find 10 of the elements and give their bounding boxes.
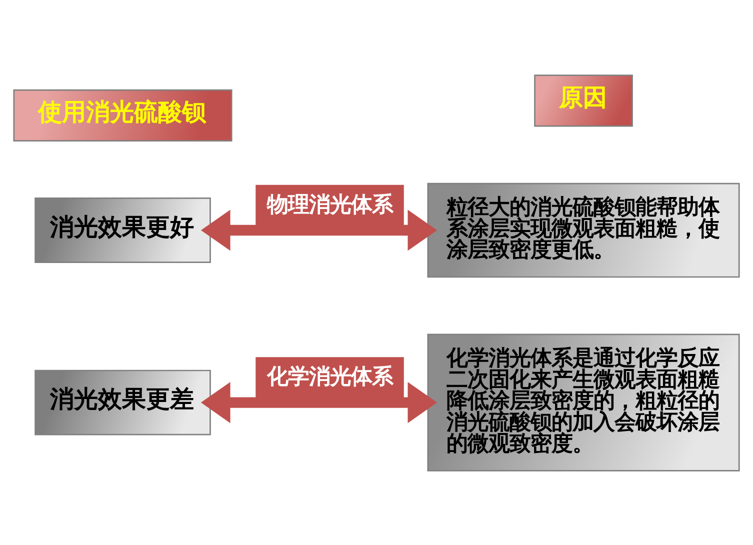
node-box: 化学消光体系是通过化学反应二次固化来产生微观表面粗糙降低涂层致密度的，粗粒径的消光硫酸钡的加入会破坏涂层的微观致密度。: [427, 333, 740, 471]
edge-label: 物理消光体系: [266, 192, 393, 217]
node-box: 使用消光硫酸钡: [13, 88, 232, 141]
arrow: [200, 382, 438, 423]
node-box: 粒径大的消光硫酸钡能帮助体系涂层实现微观表面粗糙，使涂层致密度更低。: [427, 182, 740, 278]
edge-label: 化学消光体系: [266, 364, 393, 390]
arrow: [200, 209, 438, 250]
node-box: 消光效果更差: [34, 369, 211, 435]
node-box: 原因: [534, 74, 633, 126]
node-box: 消光效果更好: [34, 197, 211, 262]
